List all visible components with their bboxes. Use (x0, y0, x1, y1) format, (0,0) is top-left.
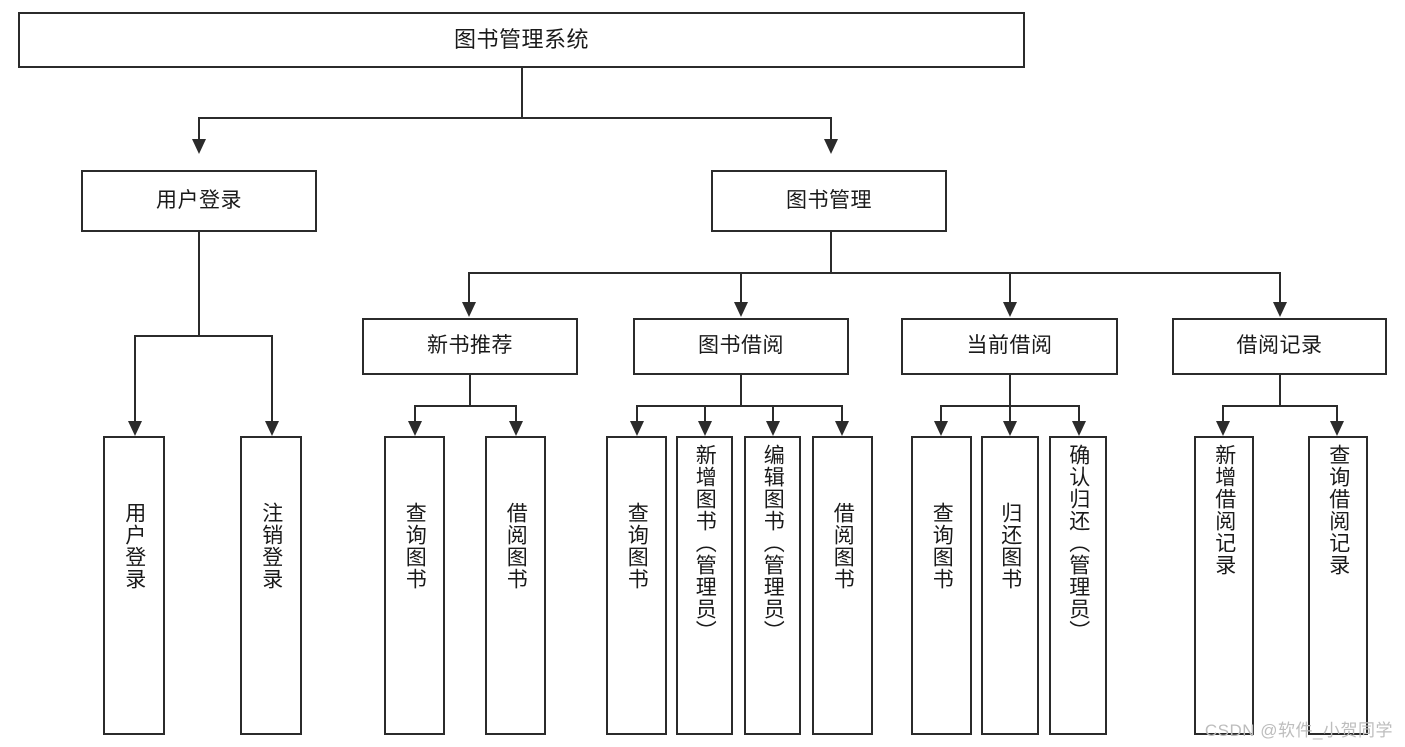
arrow-to-borrow-record (1273, 302, 1287, 317)
connector-borrow-record-stem (1279, 375, 1281, 405)
arrow-to-book-management (824, 139, 838, 154)
node-label: 新增图书（管理员） (693, 444, 717, 642)
arrow-to-leaf-add-book (698, 421, 712, 436)
leaf-query-book-current[interactable]: 查询图书 (911, 436, 972, 735)
node-label: 图书管理系统 (453, 27, 589, 53)
node-label: 图书借阅 (698, 334, 784, 358)
connector-book-borrow-stem (740, 375, 742, 405)
node-label: 查询借阅记录 (1326, 444, 1350, 576)
connector-book-borrow-drop-2 (704, 405, 706, 421)
leaf-add-borrow-record[interactable]: 新增借阅记录 (1194, 436, 1254, 735)
connector-borrow-record-drop-1 (1222, 405, 1224, 421)
node-label: 查询图书 (625, 502, 649, 590)
connector-user-login-rail (134, 335, 273, 337)
connector-new-book-drop-1 (414, 405, 416, 421)
connector-level2-rail (198, 117, 832, 119)
node-label: 归还图书 (998, 502, 1022, 590)
leaf-borrow-book-new-recommend[interactable]: 借阅图书 (485, 436, 546, 735)
connector-current-borrow-drop-2 (1009, 405, 1011, 421)
connector-user-login-drop-2 (271, 335, 273, 421)
node-new-book-recommend[interactable]: 新书推荐 (362, 318, 578, 375)
connector-book-borrow-drop-1 (636, 405, 638, 421)
node-label: 用户登录 (122, 502, 146, 590)
leaf-add-book-admin[interactable]: 新增图书（管理员） (676, 436, 733, 735)
leaf-confirm-return-admin[interactable]: 确认归还（管理员） (1049, 436, 1107, 735)
leaf-logout[interactable]: 注销登录 (240, 436, 302, 735)
node-label: 新书推荐 (427, 334, 513, 358)
connector-current-borrow-drop-1 (940, 405, 942, 421)
arrow-to-leaf-query-book-1 (408, 421, 422, 436)
node-label: 确认归还（管理员） (1066, 444, 1090, 642)
connector-level2-drop-1 (198, 117, 200, 139)
connector-book-management-stem (830, 232, 832, 272)
connector-level2-drop-2 (830, 117, 832, 139)
node-label: 查询图书 (403, 502, 427, 590)
leaf-query-book-borrow[interactable]: 查询图书 (606, 436, 667, 735)
leaf-query-book-new-recommend[interactable]: 查询图书 (384, 436, 445, 735)
leaf-borrow-book-borrow[interactable]: 借阅图书 (812, 436, 873, 735)
arrow-to-leaf-query-record (1330, 421, 1344, 436)
connector-book-borrow-rail (636, 405, 843, 407)
node-label: 当前借阅 (966, 334, 1053, 358)
arrow-to-leaf-user-login (128, 421, 142, 436)
node-label: 编辑图书（管理员） (761, 444, 785, 642)
connector-book-borrow-drop-3 (772, 405, 774, 421)
connector-level3-drop-3 (1009, 272, 1011, 302)
arrow-to-leaf-edit-book (766, 421, 780, 436)
connector-level3-drop-2 (740, 272, 742, 302)
arrow-to-user-login (192, 139, 206, 154)
leaf-user-login[interactable]: 用户登录 (103, 436, 165, 735)
node-book-borrow[interactable]: 图书借阅 (633, 318, 849, 375)
node-label: 借阅图书 (831, 502, 855, 590)
leaf-query-borrow-record[interactable]: 查询借阅记录 (1308, 436, 1368, 735)
arrow-to-leaf-logout (265, 421, 279, 436)
connector-root-stem (521, 68, 523, 117)
arrow-to-book-borrow (734, 302, 748, 317)
node-current-borrow[interactable]: 当前借阅 (901, 318, 1118, 375)
leaf-return-book[interactable]: 归还图书 (981, 436, 1039, 735)
arrow-to-leaf-confirm-return (1072, 421, 1086, 436)
node-book-management[interactable]: 图书管理 (711, 170, 947, 232)
arrow-to-leaf-query-book-3 (934, 421, 948, 436)
connector-borrow-record-rail (1222, 405, 1337, 407)
node-user-login[interactable]: 用户登录 (81, 170, 317, 232)
connector-level3-drop-4 (1279, 272, 1281, 302)
connector-book-borrow-drop-4 (841, 405, 843, 421)
node-label: 新增借阅记录 (1212, 444, 1236, 576)
connector-new-book-stem (469, 375, 471, 405)
arrow-to-leaf-return-book (1003, 421, 1017, 436)
arrow-to-current-borrow (1003, 302, 1017, 317)
leaf-edit-book-admin[interactable]: 编辑图书（管理员） (744, 436, 801, 735)
arrow-to-leaf-borrow-book-2 (835, 421, 849, 436)
connector-user-login-stem (198, 232, 200, 335)
arrow-to-leaf-query-book-2 (630, 421, 644, 436)
connector-level3-rail (468, 272, 1280, 274)
connector-level3-drop-1 (468, 272, 470, 302)
node-label: 图书管理 (786, 188, 872, 212)
node-label: 用户登录 (156, 188, 242, 212)
node-label: 借阅记录 (1236, 334, 1323, 358)
node-label: 查询图书 (930, 502, 954, 590)
arrow-to-new-book-recommend (462, 302, 476, 317)
arrow-to-leaf-borrow-book-1 (509, 421, 523, 436)
connector-new-book-rail (414, 405, 516, 407)
arrow-to-leaf-add-record (1216, 421, 1230, 436)
connector-new-book-drop-2 (515, 405, 517, 421)
connector-borrow-record-drop-2 (1336, 405, 1338, 421)
node-label: 注销登录 (259, 502, 283, 590)
node-borrow-record[interactable]: 借阅记录 (1172, 318, 1387, 375)
connector-current-borrow-drop-3 (1078, 405, 1080, 421)
connector-current-borrow-stem (1009, 375, 1011, 405)
node-label: 借阅图书 (504, 502, 528, 590)
node-root-book-management-system[interactable]: 图书管理系统 (18, 12, 1025, 68)
connector-user-login-drop-1 (134, 335, 136, 421)
